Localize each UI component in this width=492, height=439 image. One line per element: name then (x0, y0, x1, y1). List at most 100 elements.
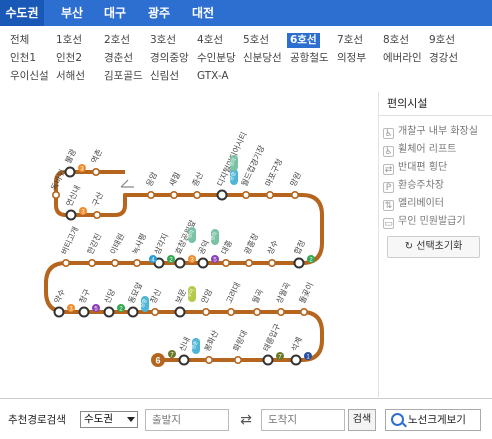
departure-input[interactable] (145, 409, 229, 431)
transfer-station-marker[interactable] (216, 189, 228, 201)
line-chip-gimpo-gold[interactable]: 김포골드 (104, 70, 143, 82)
station-name: 구산 (90, 190, 106, 208)
line-chip-everline[interactable]: 에버라인 (383, 52, 422, 64)
line-chip-2[interactable]: 2호선 (104, 34, 131, 46)
region-select[interactable]: 수도권 (80, 411, 138, 428)
tab-region-daegu[interactable]: 대구 (103, 6, 127, 20)
transfer-station-marker[interactable] (174, 257, 186, 269)
station-marker[interactable] (245, 259, 254, 268)
station-marker[interactable] (267, 259, 276, 268)
line-chip-airport[interactable]: 공항철도 (290, 52, 329, 64)
station-marker[interactable] (92, 168, 101, 177)
station-name: 고려대 (224, 281, 242, 305)
station-marker[interactable] (227, 308, 236, 317)
transfer-badge-label: 공항 (228, 170, 238, 182)
station-marker[interactable] (93, 211, 102, 220)
station-marker[interactable] (88, 259, 97, 268)
station-name: 창신 (149, 288, 163, 305)
station[interactable]: 마포구청 (264, 157, 285, 200)
route-search-bar: 추천경로검색 수도권 ⇄ 검색 노선크게보기 (0, 398, 492, 439)
search-button[interactable]: 검색 (348, 409, 376, 431)
tab-region-capital[interactable]: 수도권 (0, 0, 44, 26)
station-name: 녹사평 (130, 232, 148, 256)
station-marker[interactable] (222, 259, 231, 268)
line-chip-8[interactable]: 8호선 (383, 34, 410, 46)
region-select-value: 수도권 (84, 413, 113, 425)
transfer-station-marker[interactable] (127, 306, 139, 318)
station-marker[interactable] (193, 191, 202, 200)
transfer-station-marker[interactable] (197, 257, 209, 269)
facility-restroom[interactable]: ♿개찰구 내부 화장실 (383, 125, 478, 139)
transfer-station-marker[interactable] (53, 306, 65, 318)
transfer-badge-label: 7 (170, 353, 174, 359)
station-marker[interactable] (133, 259, 142, 268)
station-marker[interactable] (147, 191, 156, 200)
tab-region-daejeon[interactable]: 대전 (191, 6, 215, 20)
facility-wheelchair-lift[interactable]: ♿휠체어 리프트 (383, 143, 456, 157)
tab-region-gwangju[interactable]: 광주 (147, 6, 171, 20)
line-chip-ui-sinseol[interactable]: 우이신설 (10, 70, 49, 82)
line-chip-gyeonggang[interactable]: 경강선 (429, 52, 458, 64)
station-marker[interactable] (202, 308, 211, 317)
station-marker[interactable] (242, 191, 251, 200)
station-marker[interactable] (290, 191, 299, 200)
reset-selection-button[interactable]: ↻ 선택초기화 (387, 236, 480, 258)
facility-elevator[interactable]: ⇅엘리베이터 (383, 197, 444, 211)
station[interactable]: 광흥창 (242, 231, 261, 268)
tab-region-busan[interactable]: 부산 (60, 6, 84, 20)
station-marker[interactable] (253, 308, 262, 317)
transfer-station-marker[interactable] (153, 257, 165, 269)
station-marker[interactable] (276, 308, 285, 317)
line-chip-suin-bundang[interactable]: 수인분당 (197, 52, 236, 64)
transfer-station-marker[interactable] (78, 306, 90, 318)
transfer-station-marker[interactable] (262, 354, 274, 366)
facility-kiosk[interactable]: ▭무인 민원발급기 (383, 215, 466, 229)
transfer-station-marker[interactable] (64, 166, 76, 178)
station-marker[interactable] (205, 355, 214, 364)
line-chip-7[interactable]: 7호선 (337, 34, 364, 46)
line-chip-1[interactable]: 1호선 (56, 34, 83, 46)
station-marker[interactable] (299, 308, 308, 317)
station-marker[interactable] (111, 259, 120, 268)
transfer-station-marker[interactable] (65, 209, 77, 221)
line-chip-gtx-a[interactable]: GTX-A (197, 70, 229, 82)
station-marker[interactable] (265, 191, 274, 200)
line-chip-6[interactable]: 6호선 (287, 33, 320, 48)
transfer-station-marker[interactable] (178, 354, 190, 366)
line-chip-4[interactable]: 4호선 (197, 34, 224, 46)
station[interactable]: 월드컵경기장 (239, 143, 267, 200)
station-marker[interactable] (234, 355, 243, 364)
transfer-station-marker[interactable] (103, 306, 115, 318)
line-chip-3[interactable]: 3호선 (150, 34, 177, 46)
station[interactable]: 봉화산 (202, 328, 221, 364)
line-chip-sillim[interactable]: 신림선 (150, 70, 179, 82)
station[interactable]: 독바위 (49, 168, 67, 200)
line-chip-uijeongbu[interactable]: 의정부 (337, 52, 366, 64)
transfer-station-marker[interactable] (293, 257, 305, 269)
line-chip-gyeongui[interactable]: 경의중앙 (150, 52, 189, 64)
facility-crossing[interactable]: ⇄반대편 횡단 (383, 161, 447, 175)
line-chip-incheon2[interactable]: 인천2 (56, 52, 83, 64)
transfer-badge-label: 공항 (139, 297, 149, 309)
station[interactable]: 버티고개 (59, 225, 81, 268)
station-name: 청구 (78, 288, 92, 305)
enlarge-map-button[interactable]: 노선크게보기 (385, 409, 481, 431)
line-chip-5[interactable]: 5호선 (243, 34, 270, 46)
arrival-input[interactable] (261, 409, 345, 431)
line-chip-incheon1[interactable]: 인천1 (10, 52, 37, 64)
transfer-station-marker[interactable] (174, 306, 186, 318)
station-marker[interactable] (51, 191, 60, 200)
line-chip-9[interactable]: 9호선 (429, 34, 456, 46)
station-marker[interactable] (61, 259, 70, 268)
line-chip-sinbundang[interactable]: 신분당선 (243, 52, 282, 64)
transfer-badge-label: 경의 (209, 231, 219, 242)
transfer-station-marker[interactable] (290, 354, 302, 366)
station-marker[interactable] (170, 191, 179, 200)
swap-icon[interactable]: ⇄ (240, 412, 252, 428)
station-marker[interactable] (151, 308, 160, 317)
line-chip-seohae[interactable]: 서해선 (56, 70, 85, 82)
line-chip-gyeongchun[interactable]: 경춘선 (104, 52, 133, 64)
subway-map[interactable]: 불광역촌독바위연신내구산응암새절증산디지털미디어시티월드컵경기장마포구청망원버티… (0, 92, 378, 397)
line-chip-all[interactable]: 전체 (10, 34, 30, 46)
